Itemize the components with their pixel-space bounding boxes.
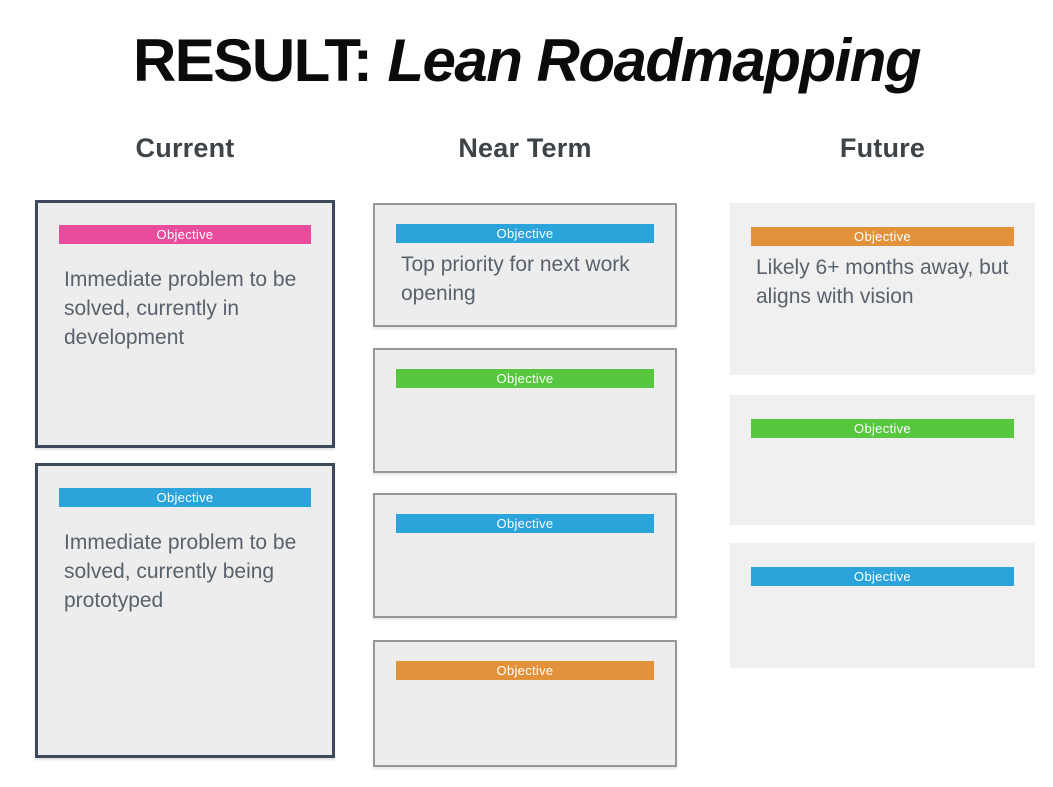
objective-label: Objective [496,663,554,678]
roadmap-card-near-term-1: Objective Top priority for next work ope… [373,203,677,327]
objective-bar: Objective [396,661,654,680]
objective-label: Objective [496,226,554,241]
objective-bar: Objective [59,225,311,244]
card-body-text: Immediate problem to be solved, currentl… [64,531,297,612]
roadmap-card-current-1: Objective Immediate problem to be solved… [35,200,335,448]
objective-bar: Objective [751,567,1014,586]
column-header-future: Future [839,133,926,163]
objective-bar: Objective [751,227,1014,246]
column-future: Future Objective Likely 6+ months away, … [730,130,1035,668]
roadmap-card-future-1: Objective Likely 6+ months away, but ali… [730,203,1035,375]
objective-bar: Objective [396,224,654,243]
objective-bar: Objective [396,369,654,388]
objective-bar: Objective [59,488,311,507]
roadmap-card-near-term-4: Objective [373,640,677,767]
objective-bar: Objective [396,514,654,533]
objective-label: Objective [854,421,911,436]
roadmap-card-future-3: Objective [730,543,1035,668]
column-current: Current Objective Immediate problem to b… [35,130,335,758]
card-body-text: Immediate problem to be solved, currentl… [64,268,297,349]
objective-label: Objective [854,229,911,244]
objective-label: Objective [156,227,214,242]
roadmap-card-near-term-2: Objective [373,348,677,473]
objective-label: Objective [854,569,911,584]
objective-label: Objective [156,490,214,505]
objective-label: Objective [496,371,554,386]
roadmap-card-future-2: Objective [730,395,1035,525]
objective-bar: Objective [751,419,1014,438]
column-header-current: Current [135,133,235,163]
column-header-near-term: Near Term [458,133,592,163]
card-body-text: Likely 6+ months away, but aligns with v… [756,256,1009,308]
title-lean-roadmapping: Lean Roadmapping [387,27,921,94]
card-body-text: Top priority for next work opening [401,253,630,305]
slide-title: RESULT:Lean Roadmapping [0,26,1053,95]
objective-label: Objective [496,516,554,531]
roadmap-card-current-2: Objective Immediate problem to be solved… [35,463,335,758]
title-result-prefix: RESULT: [132,27,373,94]
roadmap-card-near-term-3: Objective [373,493,677,618]
column-near-term: Near Term Objective Top priority for nex… [373,130,677,767]
